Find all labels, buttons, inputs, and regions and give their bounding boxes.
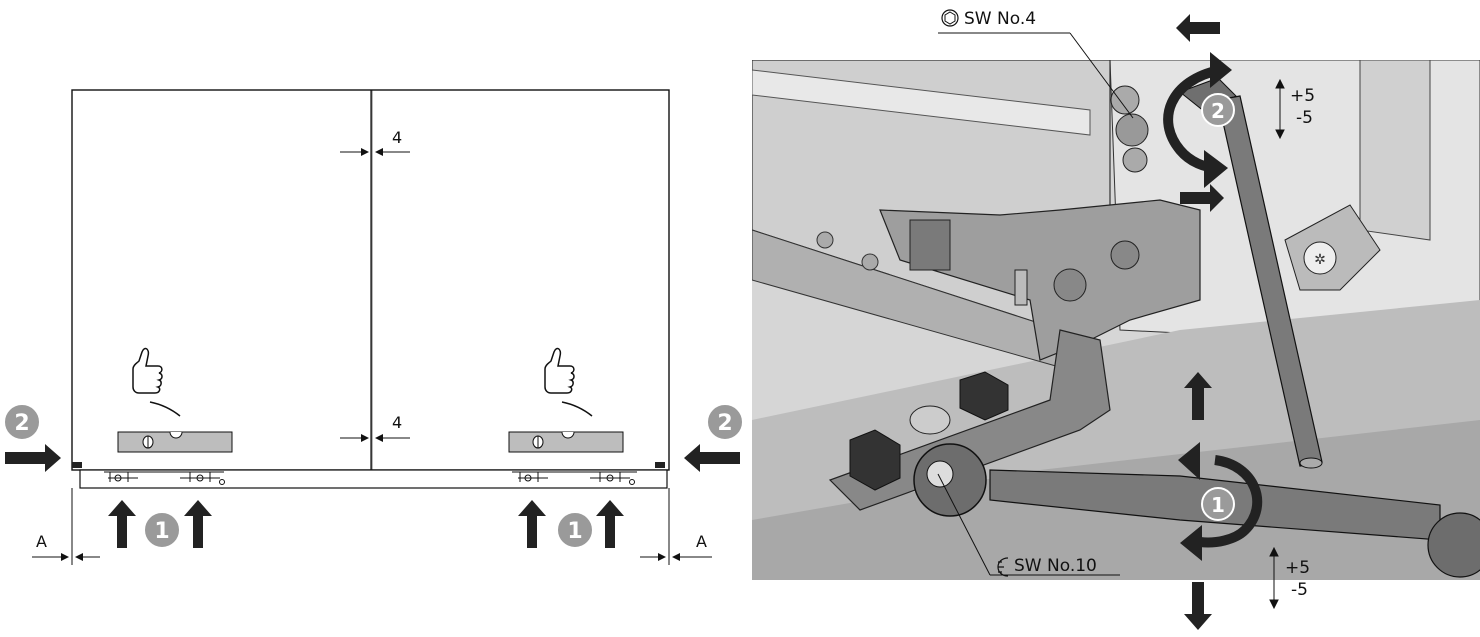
move-arrow-right xyxy=(1180,184,1224,212)
spirit-level-icon xyxy=(117,431,233,453)
lift-arrow xyxy=(518,500,546,548)
spirit-level-icon xyxy=(508,431,624,453)
move-arrow-up xyxy=(1184,372,1212,420)
step2-badge-right: 2 xyxy=(706,403,744,441)
hex-key-label: SW No.4 xyxy=(964,9,1036,29)
lift-arrow xyxy=(108,500,136,548)
dimension-a-right-label: A xyxy=(696,532,707,551)
step2-badge-left: 2 xyxy=(3,403,41,441)
lift-arrow xyxy=(596,500,624,548)
hinge-assembly-right xyxy=(512,471,637,485)
push-arrow-left xyxy=(5,444,61,472)
adjust-range-lower xyxy=(1269,546,1279,610)
svg-text:2: 2 xyxy=(1211,99,1225,123)
dimension-a-right xyxy=(640,488,712,565)
right-panel: ✲ 2 1 xyxy=(752,9,1480,630)
plinth xyxy=(79,469,668,489)
move-arrow-left xyxy=(1176,14,1220,42)
gap-bottom-label: 4 xyxy=(392,413,402,432)
push-arrow-right xyxy=(684,444,740,472)
hinge-assembly-left xyxy=(104,471,225,485)
step2-badge: 2 xyxy=(1201,93,1235,127)
svg-text:✲: ✲ xyxy=(1314,252,1326,268)
lift-arrow xyxy=(184,500,212,548)
adjust-upper-minus: -5 xyxy=(1296,108,1313,128)
adjust-lower-minus: -5 xyxy=(1291,580,1308,600)
svg-text:1: 1 xyxy=(1211,493,1225,517)
rotate-arrow xyxy=(1199,455,1263,548)
adjust-range-upper xyxy=(1275,78,1285,140)
gap-top-label: 4 xyxy=(392,128,402,147)
hex-key-callout: SW No.4 xyxy=(938,9,1134,119)
hex-key-icon xyxy=(1178,77,1323,469)
svg-text:2: 2 xyxy=(14,411,29,436)
svg-text:2: 2 xyxy=(717,411,732,436)
adjusting-nut xyxy=(849,429,901,491)
dimension-a-left xyxy=(32,488,100,565)
step1-badge-left: 1 xyxy=(143,511,181,549)
thumbs-up-icon xyxy=(132,347,181,417)
wrench-callout: SW No.10 xyxy=(937,473,1120,577)
left-panel: 4 4 xyxy=(3,89,744,565)
thumbs-up-icon xyxy=(544,347,593,417)
svg-text:1: 1 xyxy=(154,519,169,544)
step1-badge-right: 1 xyxy=(556,511,594,549)
adjusting-nut xyxy=(959,371,1009,421)
step1-badge: 1 xyxy=(1201,487,1235,521)
adjust-lower-plus: +5 xyxy=(1285,558,1310,578)
move-arrow-down xyxy=(1184,582,1212,630)
hinge-bracket xyxy=(879,199,1201,361)
dimension-a-left-label: A xyxy=(36,532,47,551)
wrench-label: SW No.10 xyxy=(1014,556,1097,576)
adjust-upper-plus: +5 xyxy=(1290,86,1315,106)
rotate-arrow xyxy=(1163,65,1222,173)
svg-text:1: 1 xyxy=(567,519,582,544)
